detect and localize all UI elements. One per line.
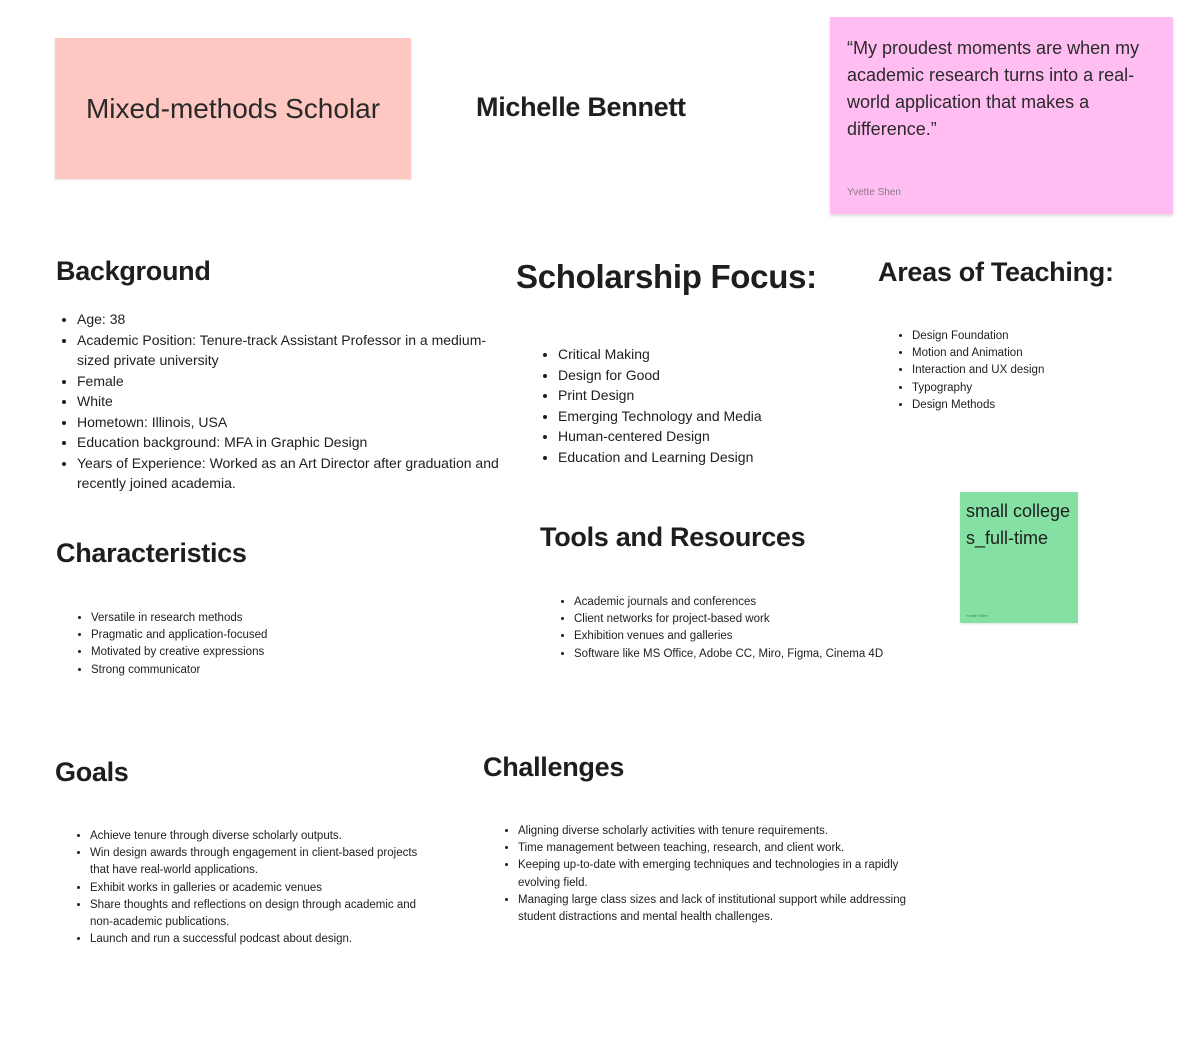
goals-heading: Goals (55, 757, 129, 787)
teaching-heading: Areas of Teaching: (878, 257, 1114, 287)
list-item: Design for Good (558, 365, 858, 386)
list-item: Education background: MFA in Graphic Des… (77, 432, 507, 453)
list-item: Human-centered Design (558, 426, 858, 447)
list-item: Pragmatic and application-focused (91, 627, 391, 644)
teaching-list: Design Foundation Motion and Animation I… (892, 328, 1152, 414)
list-item: Hometown: Illinois, USA (77, 412, 507, 433)
list-item: Interaction and UX design (912, 362, 1152, 379)
list-item: Years of Experience: Worked as an Art Di… (77, 453, 507, 494)
list-item: Time management between teaching, resear… (518, 840, 908, 857)
quote-sticky[interactable]: “My proudest moments are when my academi… (830, 17, 1173, 214)
list-item: Education and Learning Design (558, 447, 858, 468)
list-item: Keeping up-to-date with emerging techniq… (518, 857, 908, 891)
list-item: Strong communicator (91, 662, 391, 679)
persona-type-label: Mixed-methods Scholar (85, 92, 381, 124)
background-heading: Background (56, 256, 211, 286)
persona-name: Michelle Bennett (476, 92, 686, 122)
characteristics-list: Versatile in research methods Pragmatic … (71, 610, 391, 679)
list-item: Client networks for project-based work (574, 611, 934, 628)
list-item: Launch and run a successful podcast abou… (90, 931, 430, 948)
background-list: Age: 38 Academic Position: Tenure-track … (57, 309, 507, 494)
list-item: Academic Position: Tenure-track Assistan… (77, 330, 507, 371)
list-item: Exhibition venues and galleries (574, 628, 934, 645)
list-item: Motivated by creative expressions (91, 644, 391, 661)
list-item: Share thoughts and reflections on design… (90, 897, 430, 931)
list-item: Managing large class sizes and lack of i… (518, 892, 908, 926)
challenges-list: Aligning diverse scholarly activities wi… (498, 823, 908, 926)
persona-type-sticky[interactable]: Mixed-methods Scholar (55, 38, 411, 179)
list-item: Versatile in research methods (91, 610, 391, 627)
list-item: Print Design (558, 385, 858, 406)
list-item: Typography (912, 380, 1152, 397)
tag-sticky-text: small colleges_full-time (966, 501, 1071, 548)
list-item: Win design awards through engagement in … (90, 845, 430, 879)
tools-list: Academic journals and conferences Client… (554, 594, 934, 663)
characteristics-heading: Characteristics (56, 538, 247, 568)
challenges-heading: Challenges (483, 752, 625, 782)
list-item: Critical Making (558, 344, 858, 365)
list-item: Age: 38 (77, 309, 507, 330)
list-item: White (77, 391, 507, 412)
scholarship-list: Critical Making Design for Good Print De… (538, 344, 858, 468)
list-item: Emerging Technology and Media (558, 406, 858, 427)
tag-sticky[interactable]: small colleges_full-time Yvette Shen (960, 492, 1078, 623)
list-item: Achieve tenure through diverse scholarly… (90, 828, 430, 845)
list-item: Academic journals and conferences (574, 594, 934, 611)
tools-heading: Tools and Resources (540, 522, 806, 552)
list-item: Design Methods (912, 397, 1152, 414)
list-item: Exhibit works in galleries or academic v… (90, 880, 430, 897)
list-item: Motion and Animation (912, 345, 1152, 362)
list-item: Aligning diverse scholarly activities wi… (518, 823, 908, 840)
goals-list: Achieve tenure through diverse scholarly… (70, 828, 430, 948)
quote-text: “My proudest moments are when my academi… (847, 38, 1140, 139)
list-item: Female (77, 371, 507, 392)
scholarship-heading: Scholarship Focus: (516, 258, 817, 295)
list-item: Design Foundation (912, 328, 1152, 345)
list-item: Software like MS Office, Adobe CC, Miro,… (574, 646, 934, 663)
sticky-author: Yvette Shen (847, 187, 901, 198)
sticky-author: Yvette Shen (966, 613, 988, 618)
